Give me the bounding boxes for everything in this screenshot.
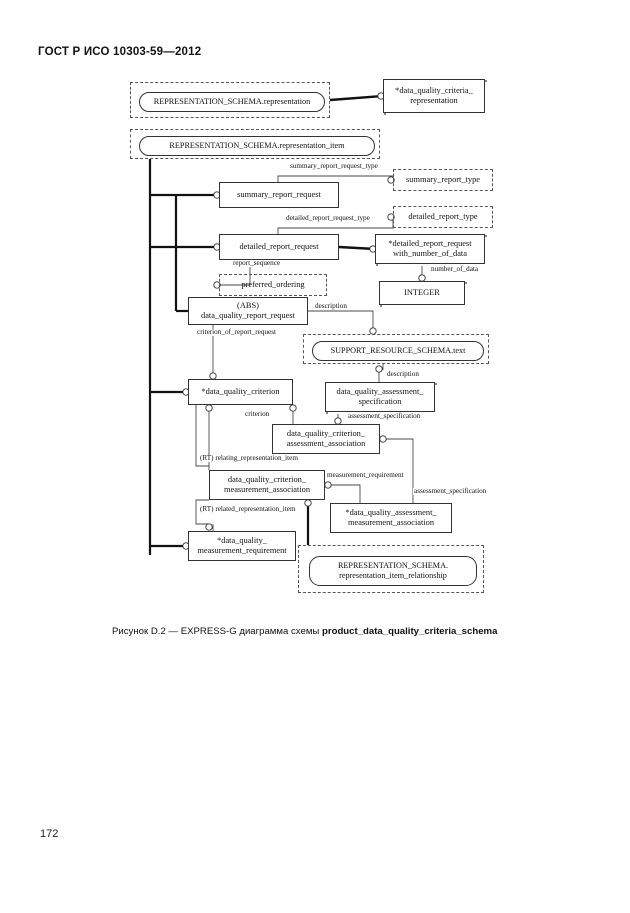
schema-ref-representation-item-relationship: REPRESENTATION_SCHEMA. representation_it…	[309, 556, 477, 586]
entity-summary-report-request: summary_report_request	[219, 182, 339, 208]
entity-data-quality-assessment-measurement-association: *data_quality_assessment_ measurement_as…	[330, 503, 452, 533]
figure-caption: Рисунок D.2 — EXPRESS-G диаграмма схемы …	[112, 626, 497, 637]
edge-label: (RT) relating_representation_item	[199, 454, 299, 463]
edge-label: criterion_of_report_request	[196, 328, 278, 337]
entity-integer: INTEGER	[379, 281, 465, 305]
edge-label: description	[386, 370, 420, 379]
entity-data-quality-report-request: (ABS) data_quality_report_request	[188, 297, 308, 325]
caption-schema-name: product_data_quality_criteria_schema	[321, 626, 498, 637]
type-box-preferred-ordering: preferred_ordering	[219, 274, 327, 296]
schema-box: REPRESENTATION_SCHEMA.representation	[130, 82, 330, 118]
schema-ref-representation-item: REPRESENTATION_SCHEMA.representation_ite…	[139, 136, 375, 156]
entity-data-quality-assessment-specification: data_quality_assessment_ specification	[325, 382, 435, 412]
schema-box: REPRESENTATION_SCHEMA.representation_ite…	[130, 129, 380, 159]
entity-data-quality-criteria-representation: *data_quality_criteria_ representation	[383, 79, 485, 113]
edge-label: detailed_report_request_type	[285, 214, 371, 223]
type-box-summary-report-type: summary_report_type	[393, 169, 493, 191]
entity-detailed-report-request: detailed_report_request	[219, 234, 339, 260]
express-g-diagram: REPRESENTATION_SCHEMA.representation REP…	[130, 79, 493, 593]
entity-data-quality-criterion-measurement-association: data_quality_criterion_ measurement_asso…	[209, 470, 325, 500]
type-box-detailed-report-type: detailed_report_type	[393, 206, 493, 228]
edge-label: assessment_specification	[413, 487, 488, 496]
document-header: ГОСТ Р ИСО 10303-59—2012	[38, 46, 202, 58]
caption-prefix: Рисунок D.2 — EXPRESS-G диаграмма схемы	[112, 626, 322, 637]
edge-label: summary_report_request_type	[289, 162, 379, 171]
schema-ref-text: SUPPORT_RESOURCE_SCHEMA.text	[312, 341, 484, 361]
edge-label: criterion	[244, 410, 271, 419]
edge-label: number_of_data	[430, 265, 480, 274]
edge-label: (RT) related_representation_item	[199, 505, 297, 514]
schema-box: SUPPORT_RESOURCE_SCHEMA.text	[303, 334, 489, 364]
edge-label: report_sequence	[232, 259, 282, 268]
edge-label: measurement_requirement	[326, 471, 405, 480]
entity-detailed-report-request-with-number-of-data: *detailed_report_request with_number_of_…	[375, 234, 485, 264]
entity-data-quality-criterion-assessment-association: data_quality_criterion_ assessment_assoc…	[272, 424, 380, 454]
schema-box: REPRESENTATION_SCHEMA. representation_it…	[298, 545, 484, 593]
edge-label: description	[314, 302, 348, 311]
edge-label: assessment_specification	[347, 412, 422, 421]
entity-data-quality-measurement-requirement: *data_quality_ measurement_requirement	[188, 531, 296, 561]
entity-data-quality-criterion: *data_quality_criterion	[188, 379, 293, 405]
page-number: 172	[40, 828, 59, 840]
schema-ref-representation: REPRESENTATION_SCHEMA.representation	[139, 92, 325, 112]
